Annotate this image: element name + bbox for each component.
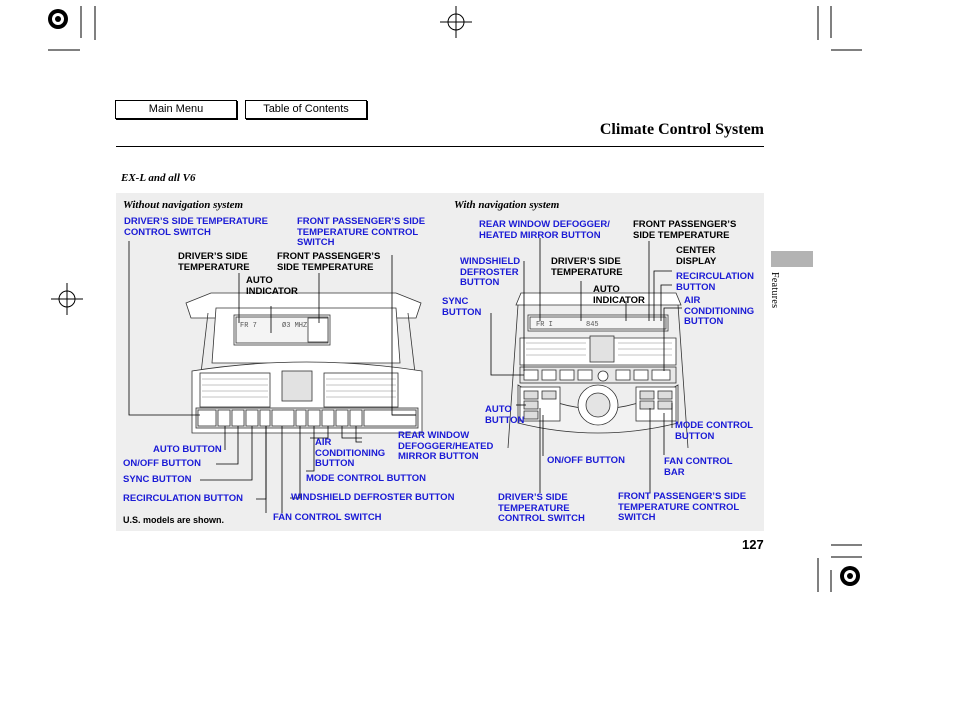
section-tab-label: Features xyxy=(769,272,780,309)
label-windshield-defroster: WINDSHIELD DEFROSTER BUTTON xyxy=(291,492,455,503)
label-nav-mode-button: MODE CONTROL BUTTON xyxy=(675,420,754,442)
label-drivers-temp: DRIVER’S SIDE TEMPERATURE xyxy=(178,251,250,273)
left-heading: Without navigation system xyxy=(123,199,244,211)
label-rear-defogger: REAR WINDOW DEFOGGER/HEATED MIRROR BUTTO… xyxy=(398,430,494,462)
label-nav-center-display: CENTER DISPLAY xyxy=(676,245,717,267)
label-air-conditioning: AIR CONDITIONING BUTTON xyxy=(315,437,386,469)
label-auto-indicator: AUTO INDICATOR xyxy=(246,275,298,297)
label-nav-sync-button: SYNC BUTTON xyxy=(442,296,482,318)
footnote: U.S. models are shown. xyxy=(123,515,225,525)
label-nav-windshield-defroster: WINDSHIELD DEFROSTER BUTTON xyxy=(460,256,521,288)
label-nav-recirc-button: RECIRCULATION BUTTON xyxy=(676,271,754,293)
section-tab xyxy=(771,251,813,267)
label-auto-button: AUTO BUTTON xyxy=(153,444,222,455)
page-number: 127 xyxy=(742,537,764,552)
label-fan-switch: FAN CONTROL SWITCH xyxy=(273,512,382,523)
left-display-temp: FR 7 xyxy=(240,322,257,330)
nav-display-right: 845 xyxy=(586,321,599,329)
climate-diagrams: FR 7 Ø3 MHZ FR I 845 xyxy=(128,238,689,513)
label-nav-drivers-temp-switch: DRIVER’S SIDE TEMPERATURE CONTROL SWITCH xyxy=(498,492,585,524)
page-title: Climate Control System xyxy=(599,121,764,138)
table-of-contents-button[interactable]: Table of Contents xyxy=(245,100,367,119)
label-nav-rear-defogger: REAR WINDOW DEFOGGER/ HEATED MIRROR BUTT… xyxy=(479,219,610,241)
registration-target-icon xyxy=(48,9,860,586)
label-nav-passenger-temp: FRONT PASSENGER’S SIDE TEMPERATURE xyxy=(633,219,737,241)
label-recirc-button: RECIRCULATION BUTTON xyxy=(123,493,243,504)
right-display-temp: Ø3 MHZ xyxy=(282,321,307,330)
label-nav-fan-bar: FAN CONTROL BAR xyxy=(664,456,733,478)
label-nav-onoff-button: ON/OFF BUTTON xyxy=(547,455,625,466)
label-drivers-temp-switch: DRIVER’S SIDE TEMPERATURE CONTROL SWITCH xyxy=(124,216,268,238)
label-sync-button: SYNC BUTTON xyxy=(123,474,192,485)
label-nav-auto-indicator: AUTO INDICATOR xyxy=(593,284,645,306)
label-mode-button: MODE CONTROL BUTTON xyxy=(306,473,426,484)
label-onoff-button: ON/OFF BUTTON xyxy=(123,458,201,469)
label-nav-auto-button: AUTO BUTTON xyxy=(485,404,525,426)
label-passenger-temp-switch: FRONT PASSENGER’S SIDE TEMPERATURE CONTR… xyxy=(297,216,426,248)
right-heading: With navigation system xyxy=(454,199,560,211)
label-nav-passenger-temp-switch: FRONT PASSENGER’S SIDE TEMPERATURE CONTR… xyxy=(618,491,747,523)
label-nav-air-conditioning: AIR CONDITIONING BUTTON xyxy=(684,295,755,327)
model-note: EX-L and all V6 xyxy=(121,172,196,184)
nav-display-left: FR I xyxy=(536,321,553,329)
label-nav-drivers-temp: DRIVER’S SIDE TEMPERATURE xyxy=(551,256,623,278)
main-menu-button[interactable]: Main Menu xyxy=(115,100,237,119)
label-passenger-temp: FRONT PASSENGER’S SIDE TEMPERATURE xyxy=(277,251,381,273)
title-rule xyxy=(116,146,764,147)
